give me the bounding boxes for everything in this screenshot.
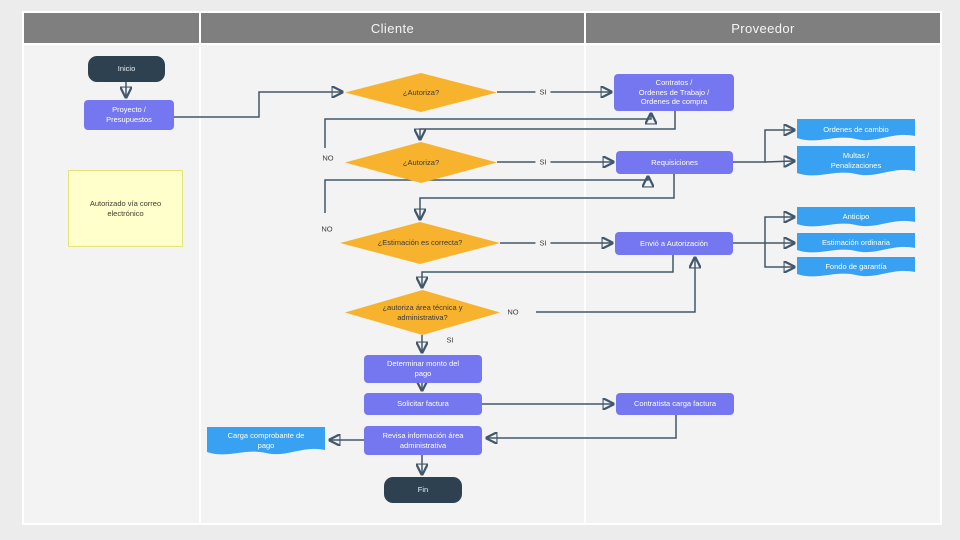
doc-fondo-garantia: Fondo de garantía (797, 257, 915, 277)
doc-estimacion-ordinaria: Estimación ordinaria (797, 233, 915, 253)
label-si-1: SI (535, 86, 551, 98)
doc-anticipo: Anticipo (797, 207, 915, 227)
start-node: Inicio (88, 56, 165, 82)
lane-body-proveedor (586, 45, 940, 523)
contratos-node: Contratos / Ordenes de Trabajo / Ordenes… (614, 74, 734, 111)
solicitar-factura-node: Solicitar factura (364, 393, 482, 415)
label-si-3: SI (535, 237, 551, 249)
doc-ordenes-cambio: Ordenes de cambio (797, 119, 915, 141)
envio-autorizacion-node: Envió a Autorización (615, 232, 733, 255)
label-no-3: NO (503, 306, 523, 318)
label-no-1: NO (318, 152, 338, 164)
lane-header-cliente: Cliente (201, 13, 584, 43)
lane-header-left (24, 13, 199, 43)
label-si-2: SI (535, 156, 551, 168)
determinar-monto-node: Determinar monto del pago (364, 355, 482, 383)
note-autorizado-correo: Autorizado vía correo electrónico (68, 170, 183, 247)
lane-header-proveedor: Proveedor (586, 13, 940, 43)
label-si-4: SI (442, 334, 458, 346)
requisiciones-node: Requisiciones (616, 151, 733, 174)
end-node: Fin (384, 477, 462, 503)
proyecto-presupuestos-node: Proyecto / Presupuestos (84, 100, 174, 130)
contratista-carga-factura-node: Contratista carga factura (616, 393, 734, 415)
revisa-informacion-node: Revisa información área administrativa (364, 426, 482, 455)
label-no-2: NO (317, 223, 337, 235)
